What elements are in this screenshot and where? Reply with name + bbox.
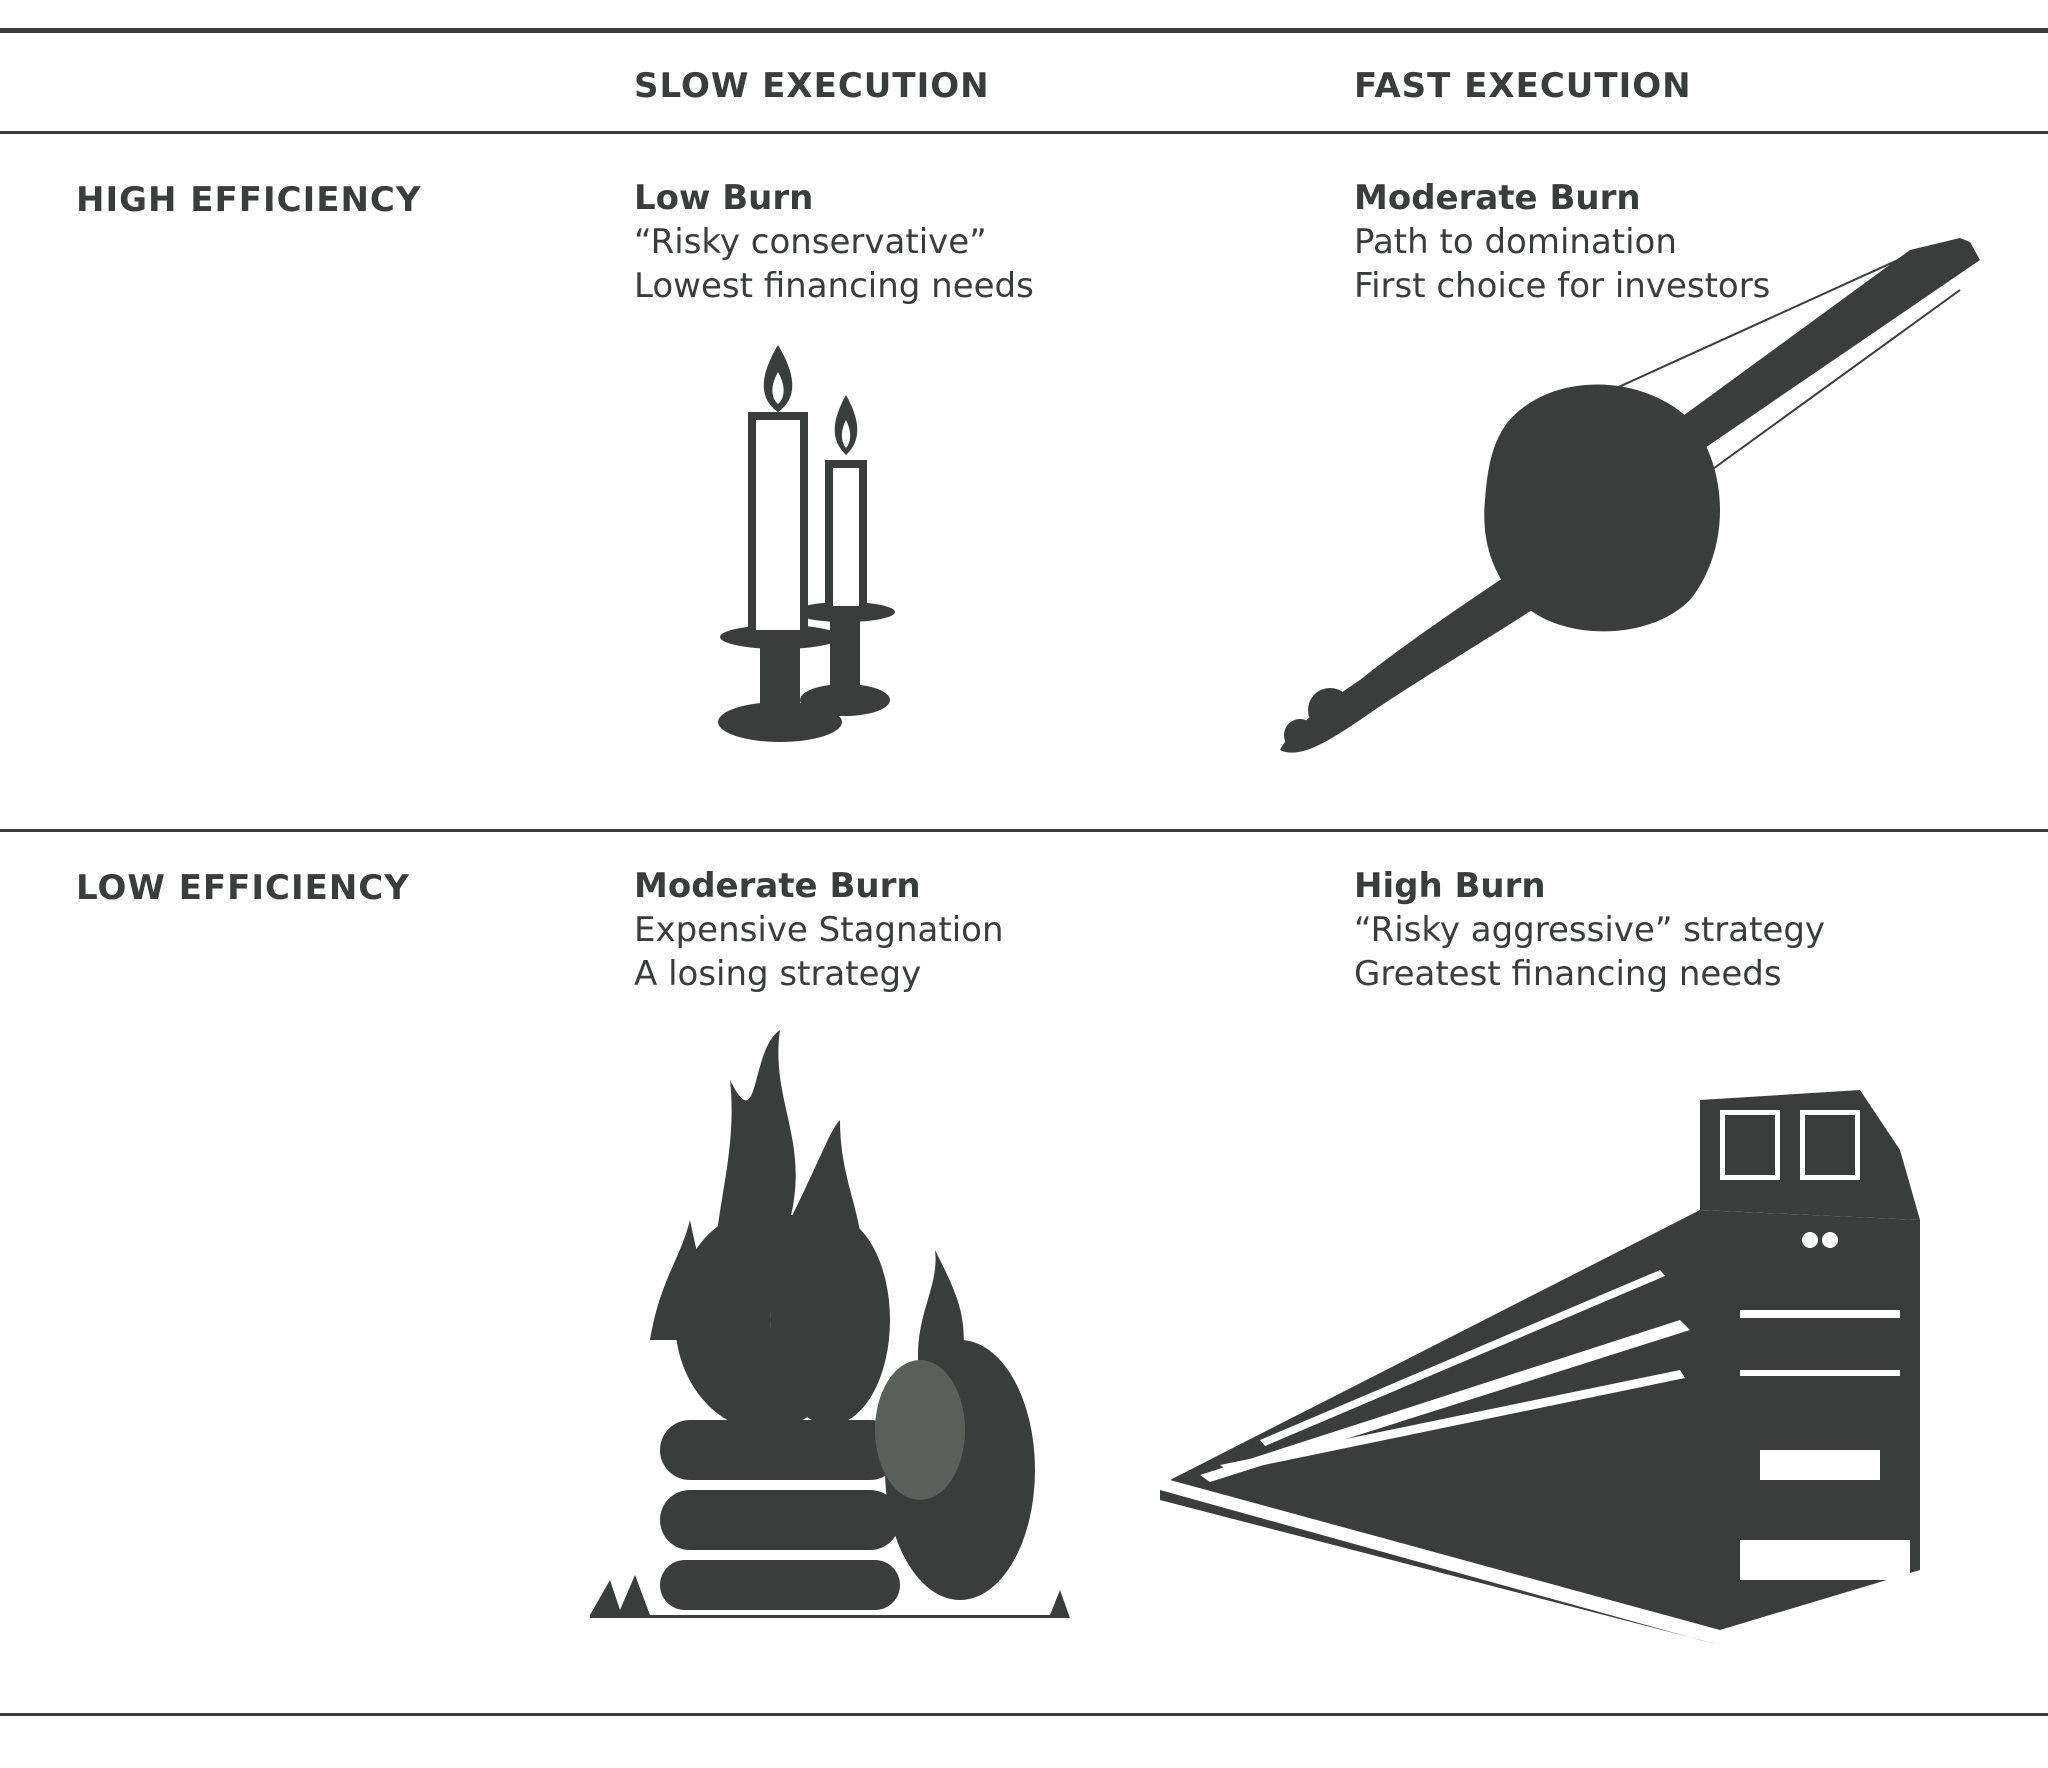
rocket-icon [1280,238,1980,753]
candles-icon [718,345,895,742]
cell-line: A losing strategy [634,954,922,994]
header-rule [0,131,2048,134]
top-rule [0,28,2048,33]
cell-line: “Risky aggressive” strategy [1354,910,1826,950]
column-header-fast: FAST EXECUTION [1354,66,1692,106]
cell-low-slow: Moderate Burn Expensive Stagnation A los… [634,864,1004,996]
cell-line: Path to domination [1354,222,1677,262]
burning-tires-icon [590,1030,1070,1618]
cell-title: Low Burn [634,178,814,218]
cell-line: “Risky conservative” [634,222,987,262]
row-header-high: HIGH EFFICIENCY [76,180,422,220]
cell-high-slow: Low Burn “Risky conservative” Lowest fin… [634,176,1034,308]
train-icon [1160,1090,1920,1645]
cell-title: Moderate Burn [1354,178,1641,218]
bottom-rule [0,1713,2048,1716]
cell-line: Expensive Stagnation [634,910,1004,950]
row-divider [0,829,2048,832]
cell-title: Moderate Burn [634,866,921,906]
cell-title: High Burn [1354,866,1546,906]
row-header-low: LOW EFFICIENCY [76,868,410,908]
cell-line: Greatest financing needs [1354,954,1782,994]
cell-high-fast: Moderate Burn Path to domination First c… [1354,176,1770,308]
cell-line: First choice for investors [1354,266,1771,306]
cell-low-fast: High Burn “Risky aggressive” strategy Gr… [1354,864,1825,996]
column-header-slow: SLOW EXECUTION [634,66,990,106]
cell-line: Lowest financing needs [634,266,1034,306]
